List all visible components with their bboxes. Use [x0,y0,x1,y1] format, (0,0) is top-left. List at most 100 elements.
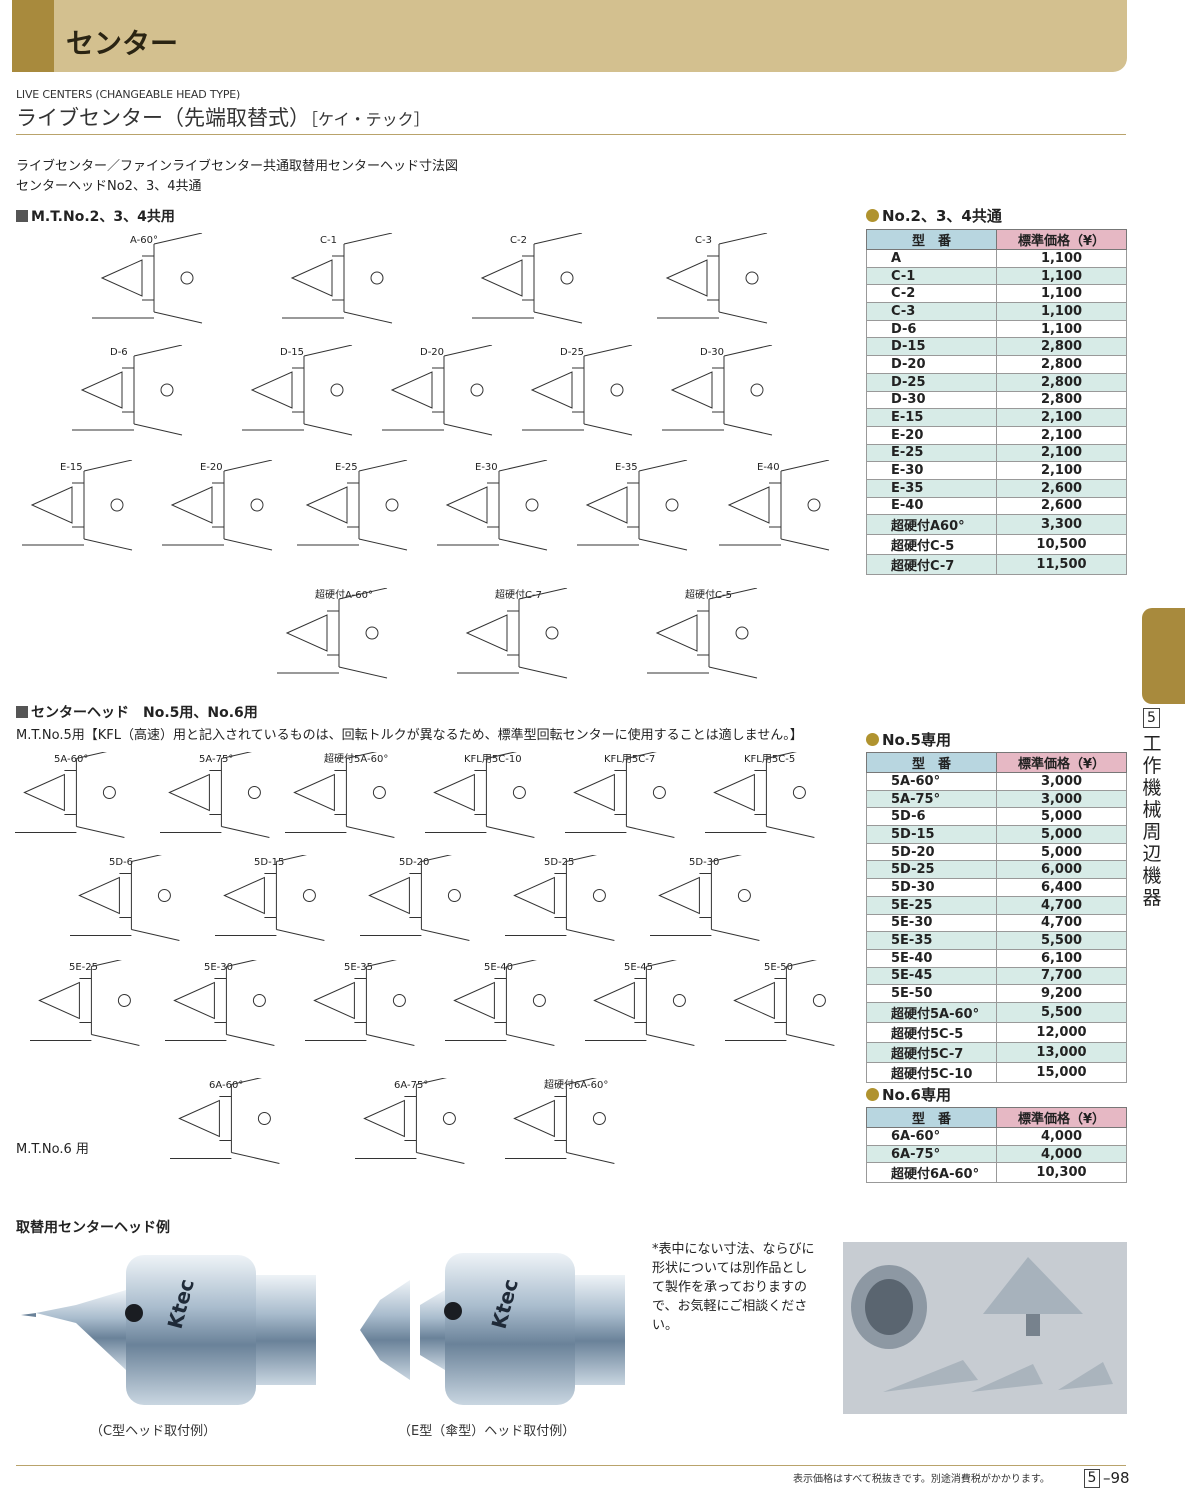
diagram-hole [247,786,261,799]
center-head-diagram: KFL用5C-7 [565,752,695,842]
center-head-diagram: E-20 [155,460,305,560]
table-row: 6A-60°4,000 [866,1127,1127,1146]
diagram-outline [505,855,615,941]
diagram-label: KFL用5C-5 [744,754,795,765]
diagram-outline [445,960,555,1046]
diagram-outline [22,460,133,551]
diagram-hole [302,889,316,902]
price-cell: 2,100 [996,425,1127,445]
table-row: 5A-60°3,000 [866,772,1127,791]
price-cell: 1,100 [996,302,1127,321]
price-cell: 9,200 [996,984,1127,1003]
price-cell: 2,800 [996,372,1127,392]
diagram-outline [647,588,758,679]
table-row: 超硬付6A-60°10,300 [866,1162,1127,1184]
model-cell: 超硬付A60° [866,514,997,536]
price-cell: 2,600 [996,478,1127,498]
diagram-hole [672,994,686,1007]
center-head-diagram: E-30 [430,460,580,560]
price-cell: 7,700 [996,966,1127,986]
price-cell: 10,300 [996,1162,1127,1184]
diagram-outline [70,855,180,941]
price-cell: 2,800 [996,355,1127,374]
center-head-diagram: C-3 [650,233,800,333]
diagram-label: 5E-25 [69,962,98,973]
diagram-outline [215,855,325,941]
price-cell: 6,100 [996,948,1127,968]
diagram-outline [30,960,140,1046]
diagram-outline [425,752,535,838]
center-head-diagram: D-15 [235,345,385,445]
diagram-label: KFL用5C-7 [604,754,655,765]
price-cell: 2,600 [996,496,1127,516]
center-head-diagram: 超硬付C-7 [450,588,600,688]
diagram-label: 5D-20 [399,857,429,868]
diagram-hole [110,498,124,512]
price-cell: 1,100 [996,266,1127,286]
diagram-label: 6A-75° [394,1080,428,1091]
diagram-label: E-20 [200,462,223,473]
diagram-hole [592,1112,606,1125]
model-cell: 5E-25 [866,895,997,915]
col-price: 標準価格（¥） [996,1107,1127,1128]
price-cell: 5,500 [996,931,1127,950]
caption-c-type: （C型ヘッド取付例） [90,1424,217,1439]
center-head-diagram: E-40 [712,460,862,560]
diagram-outline [662,345,773,436]
diagram-hole [180,271,194,285]
price-cell: 3,000 [996,789,1127,809]
diagram-hole [257,1112,271,1125]
diagram-outline [585,960,695,1046]
price-cell: 1,100 [996,319,1127,339]
subtitle-text: ライブセンター（先端取替式） [16,106,310,130]
center-head-diagram: 超硬付C-5 [640,588,790,688]
model-cell: E-30 [866,461,997,480]
price-cell: 2,100 [996,443,1127,463]
model-cell: D-30 [866,390,997,410]
diagram-outline [277,588,388,679]
diagram-outline [285,752,395,838]
model-cell: 超硬付C-5 [866,534,997,556]
mt6-label: M.T.No.6 用 [16,1142,89,1157]
price-cell: 5,000 [996,807,1127,827]
diagram-hole [330,383,344,397]
diagram-hole [525,498,539,512]
center-head-diagram: 6A-75° [355,1078,485,1168]
chapter-tab [1142,608,1185,704]
diagram-outline [15,752,125,838]
model-cell: 5E-50 [866,984,997,1003]
diagram-outline [657,233,768,324]
section-label: M.T.No.2、3、4共用 [31,209,175,225]
subtitle: ライブセンター（先端取替式）［ケイ・テック］ [16,102,430,132]
diagram-outline [577,460,688,551]
model-cell: E-15 [866,408,997,427]
diagram-label: 5E-35 [344,962,373,973]
price-cell: 10,500 [996,534,1127,556]
intro: ライブセンター／ファインライブセンター共通取替用センターヘッド寸法図 センターヘ… [16,157,458,197]
diagram-hole [470,383,484,397]
center-head-diagram: 5D-30 [650,855,780,945]
diagram-label: D-6 [110,347,128,358]
diagram-label: 5A-60° [54,754,88,765]
price-cell: 6,000 [996,860,1127,880]
diagram-label: 超硬付A-60° [315,588,373,601]
diagram-hole [447,889,461,902]
center-head-diagram: 超硬付5A-60° [285,752,415,842]
price-cell: 4,000 [996,1144,1127,1164]
diagram-hole [735,626,749,640]
model-cell: C-3 [866,302,997,321]
diagram-hole [102,786,116,799]
diagram-hole [807,498,821,512]
model-cell: 超硬付5A-60° [866,1001,997,1023]
col-model: 型 番 [866,229,997,250]
intro-line: ライブセンター／ファインライブセンター共通取替用センターヘッド寸法図 [16,159,459,174]
model-cell: E-20 [866,425,997,445]
model-cell: A [866,249,997,268]
